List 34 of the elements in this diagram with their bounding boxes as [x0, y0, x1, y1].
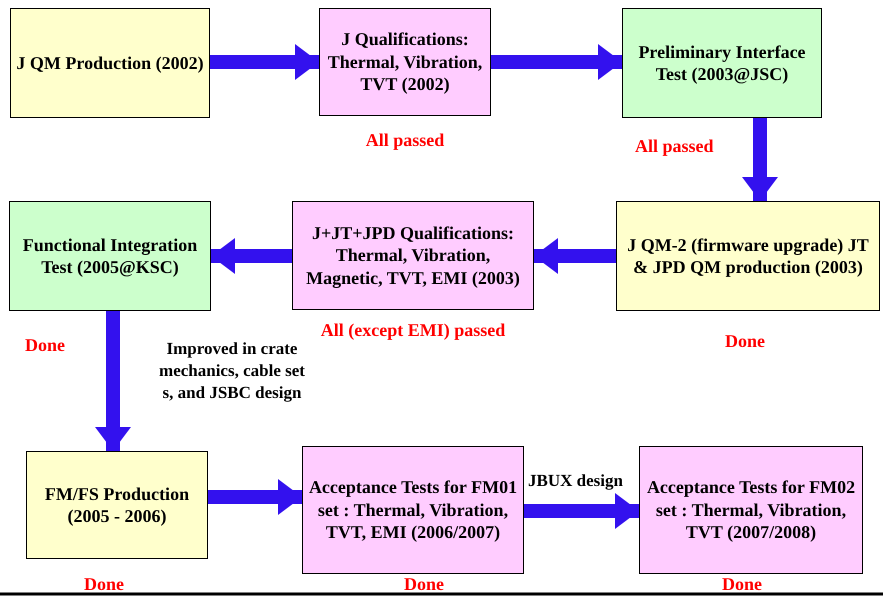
status-note: All (except EMI) passed — [320, 320, 506, 341]
process-box — [10, 8, 210, 118]
process-box — [622, 8, 822, 118]
block-arrow — [491, 44, 622, 80]
process-box — [319, 8, 491, 116]
status-note: Done — [25, 335, 65, 356]
status-note: Done — [725, 331, 765, 352]
process-box — [9, 201, 211, 311]
box-text: J+JT+JPD Qualifications: Thermal, Vibration, Magnetic, TVT, EMI (2003) — [305, 222, 521, 290]
box-text: J Qualifications: Thermal, Vibration, TVT (2002) — [326, 28, 484, 96]
box-text: Preliminary Interface Test (2003@JSC) — [637, 40, 807, 86]
box-text: Functional Integration Test (2005@KSC) — [22, 234, 198, 278]
process-box — [302, 446, 524, 574]
box-text: J QM-2 (firmware upgrade) JT & JPD QM production (2003) — [626, 234, 870, 278]
status-note: All passed — [366, 130, 444, 151]
status-note: Done — [722, 574, 762, 595]
box-text: J QM Production (2002) — [15, 52, 205, 74]
block-arrow — [534, 238, 616, 274]
block-arrow — [524, 493, 639, 529]
block-arrow — [208, 479, 302, 515]
block-arrow — [210, 44, 319, 80]
block-arrow — [211, 238, 292, 274]
block-arrow — [95, 311, 131, 451]
process-box — [639, 446, 863, 574]
block-arrow — [742, 118, 778, 201]
box-text: Acceptance Tests for FM02 set : Thermal, Vibration, TVT (2007/2008) — [646, 476, 856, 544]
process-box — [26, 451, 208, 559]
status-note: All passed — [635, 136, 714, 157]
process-box — [292, 201, 534, 310]
box-text: FM/FS Production (2005 - 2006) — [44, 482, 190, 528]
status-note: Done — [404, 574, 444, 595]
box-text: Acceptance Tests for FM01 set : Thermal, Vibration, TVT, EMI (2006/2007) — [308, 476, 518, 544]
process-box — [616, 201, 880, 311]
status-note: Done — [84, 574, 124, 595]
